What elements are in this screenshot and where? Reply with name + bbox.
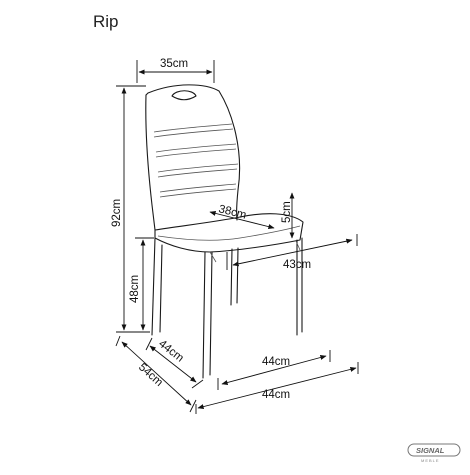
label-base-width: 44cm [262,356,290,368]
label-total-height: 92cm [111,199,123,227]
logo-subtext: MEBLE [421,458,440,463]
logo-text: SIGNAL [416,446,445,455]
label-back-width: 35cm [160,58,188,70]
label-base-depth: 44cm [156,338,186,365]
signal-logo: SIGNAL MEBLE [407,443,461,463]
dimension-lines [115,60,359,414]
label-seat-width: 43cm [283,259,311,271]
label-seat-thickness: 5cm [281,201,293,223]
label-seat-height: 48cm [129,275,141,303]
chair-outline [145,84,304,379]
product-title: Rip [93,12,119,31]
label-overall-width: 44cm [262,389,290,401]
label-overall-depth: 54cm [136,361,165,389]
